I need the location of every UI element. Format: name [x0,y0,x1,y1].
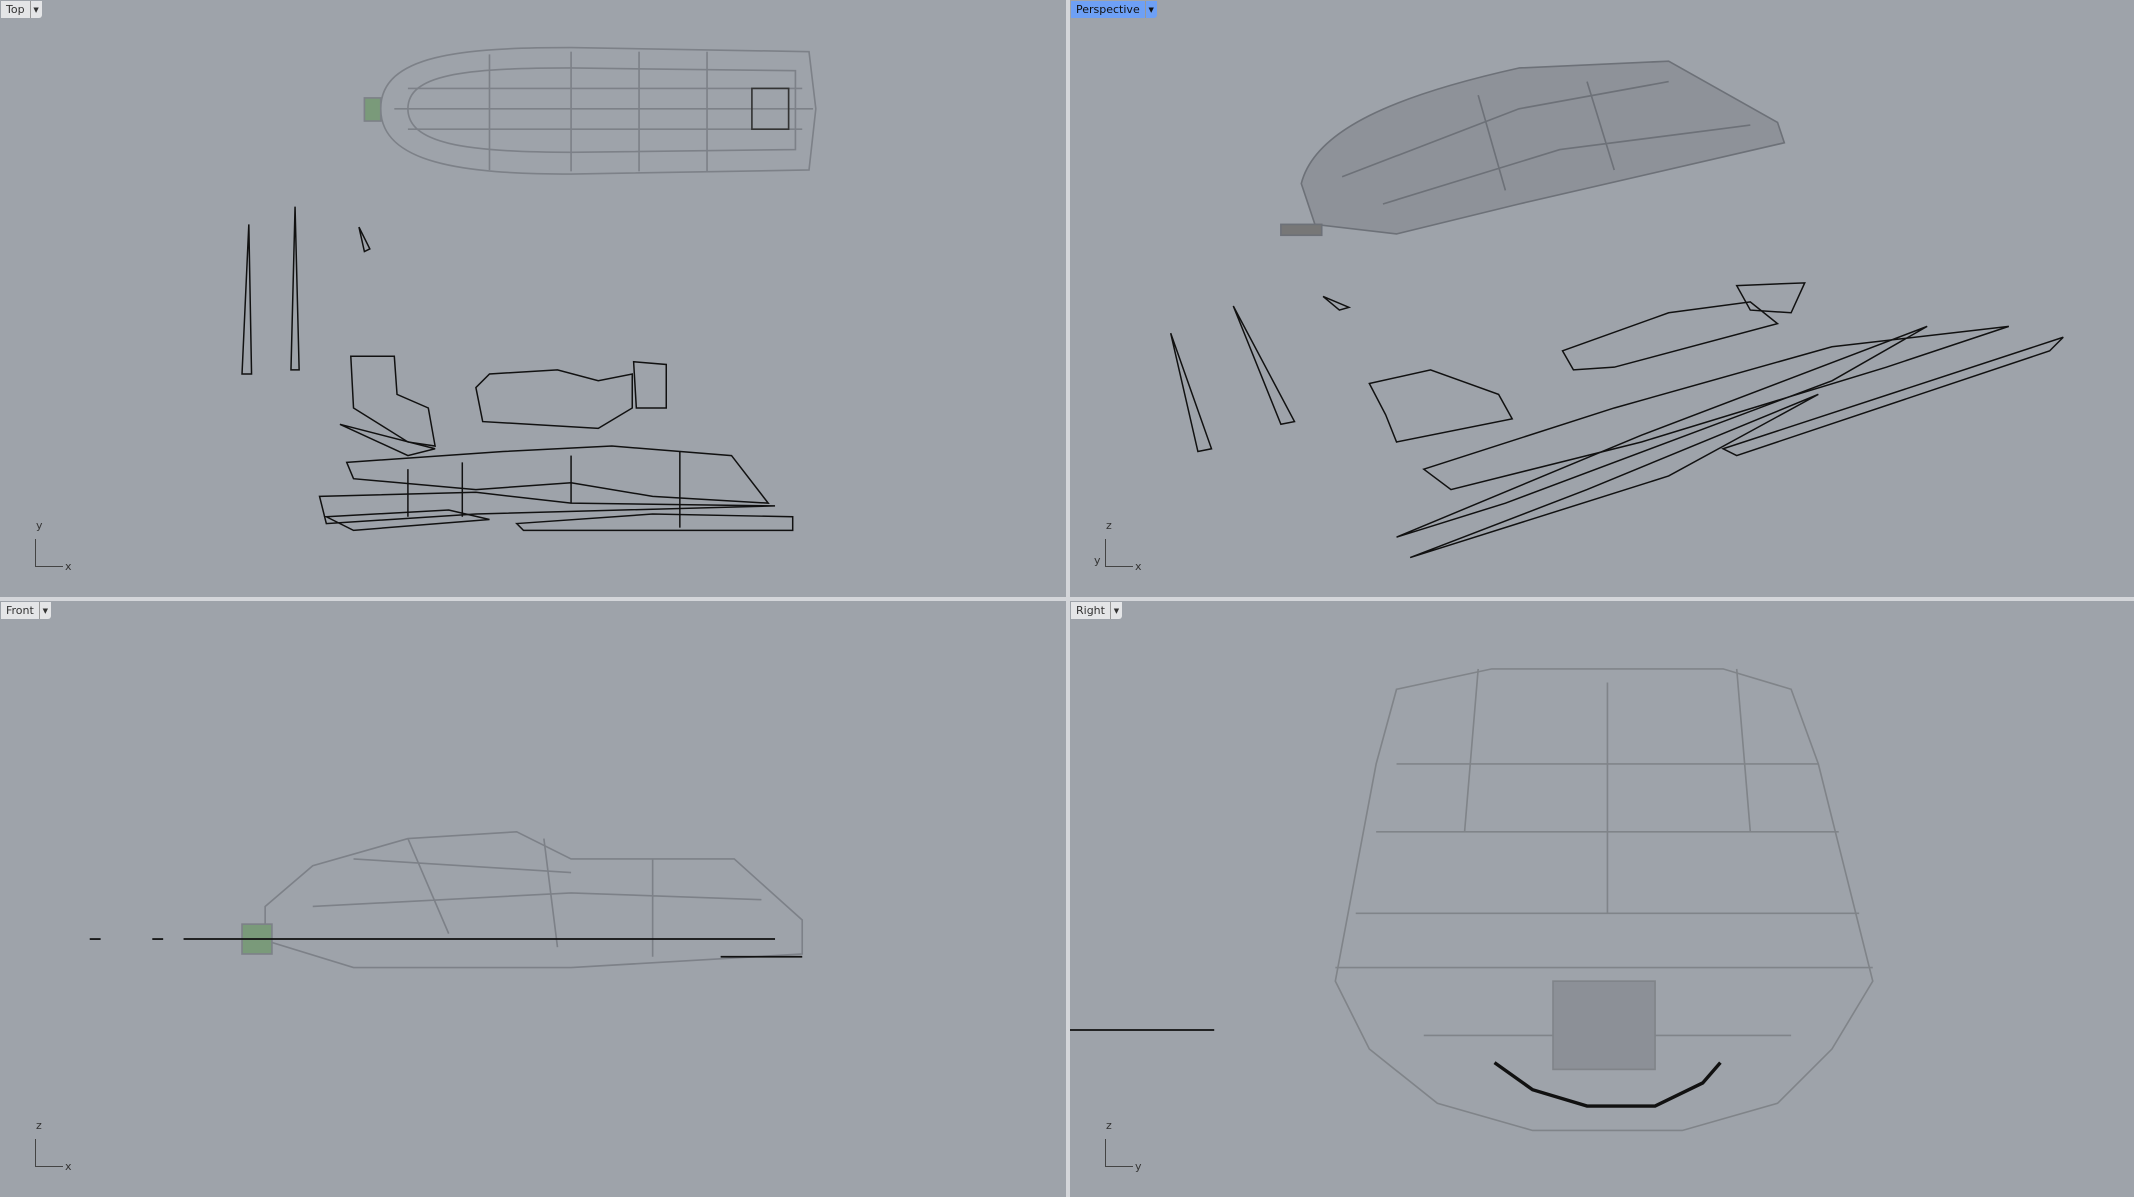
caret-down-icon[interactable]: ▼ [33,5,39,14]
flat-panel-right [1493,1061,1722,1108]
axis-label-y: y [1094,554,1101,567]
viewport-label[interactable]: Top [1,1,31,18]
caret-down-icon[interactable]: ▼ [1148,5,1154,14]
axis-label-x: x [1135,560,1142,573]
flat-panels-front [89,938,803,958]
boat-shaded-perspective [1280,60,1786,237]
axis-label-y: y [1135,1160,1142,1173]
viewport-tab-right[interactable]: Right▼ [1071,602,1122,619]
axis-label-z: z [1106,1119,1112,1132]
viewport-tab-front[interactable]: Front▼ [1,602,51,619]
axis-label-y: y [36,519,43,532]
viewport-label[interactable]: Right [1071,602,1111,619]
caret-down-icon[interactable]: ▼ [1113,606,1120,615]
front-view-geometry [89,830,804,969]
caret-down-icon[interactable]: ▼ [42,606,49,615]
viewport-tab-perspective[interactable]: Perspective▼ [1071,1,1157,18]
axis-gizmo: z x y [1094,519,1142,573]
axis-label-x: x [65,560,72,573]
perspective-view-geometry [1169,60,2064,559]
viewport-tab-top[interactable]: Top▼ [1,1,42,18]
viewport-label[interactable]: Perspective [1071,1,1146,18]
viewport-label[interactable]: Front [1,602,40,619]
right-view-geometry [1070,668,1874,1132]
unrolled-panels-top [241,206,794,532]
unrolled-panels-perspective [1169,282,2064,559]
axis-label-z: z [1106,519,1112,532]
boat-wireframe-front [241,830,804,969]
boat-wireframe-top [363,46,817,175]
viewport-perspective[interactable]: Perspective▼ z x y [1070,0,2134,597]
axis-label-x: x [65,1160,72,1173]
top-view-geometry [241,46,817,532]
boat-wireframe-right [1334,668,1874,1132]
axis-label-z: z [36,1119,42,1132]
